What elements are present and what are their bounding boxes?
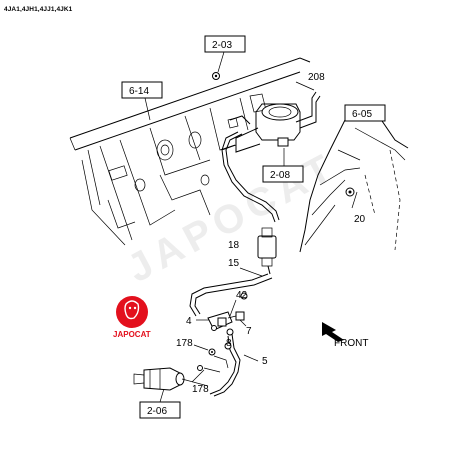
- part-20: 20: [354, 214, 366, 225]
- ref-box-2-06: 2-06: [139, 401, 181, 419]
- watermark: JAPOCAT: [120, 144, 344, 291]
- part-15: 15: [228, 258, 240, 269]
- bracket-assembly: [207, 311, 245, 336]
- part-42: 42: [236, 290, 248, 301]
- ref-box-2-03: 2-03: [204, 35, 246, 53]
- clutch-master-cylinder: [221, 91, 321, 153]
- ref-2-06: 2-06: [147, 406, 167, 417]
- part-178-lower: 178: [192, 384, 209, 395]
- part-4: 4: [186, 316, 192, 327]
- part-7: 7: [246, 326, 252, 337]
- logo-badge: [116, 296, 148, 328]
- part-5: 5: [262, 356, 268, 367]
- ref-6-14: 6-14: [129, 86, 149, 97]
- ref-2-03: 2-03: [212, 40, 232, 51]
- part-18: 18: [228, 240, 240, 251]
- ref-box-2-08: 2-08: [262, 165, 304, 183]
- clutch-damper: [257, 227, 277, 275]
- front-label: FRONT: [334, 338, 368, 349]
- part-8: 8: [226, 338, 232, 349]
- hydraulic-pipe: [221, 131, 280, 223]
- part-178-upper: 178: [176, 338, 193, 349]
- ref-box-6-05: 6-05: [344, 104, 386, 122]
- ref-6-05: 6-05: [352, 109, 372, 120]
- slave-cylinder: [133, 367, 209, 391]
- ref-2-08: 2-08: [270, 170, 290, 181]
- clutch-pipe: [197, 333, 241, 397]
- model-header: 4JA1,4JH1,4JJ1,4JK1: [4, 6, 73, 13]
- front-arrow-icon: [322, 322, 344, 342]
- ref-box-6-14: 6-14: [121, 81, 163, 99]
- bolt-2-03: [212, 51, 225, 80]
- clutch-hose: [189, 273, 273, 317]
- part-208: 208: [308, 72, 325, 83]
- logo-text: JAPOCAT: [113, 330, 151, 339]
- japocat-logo: JAPOCAT: [113, 296, 151, 339]
